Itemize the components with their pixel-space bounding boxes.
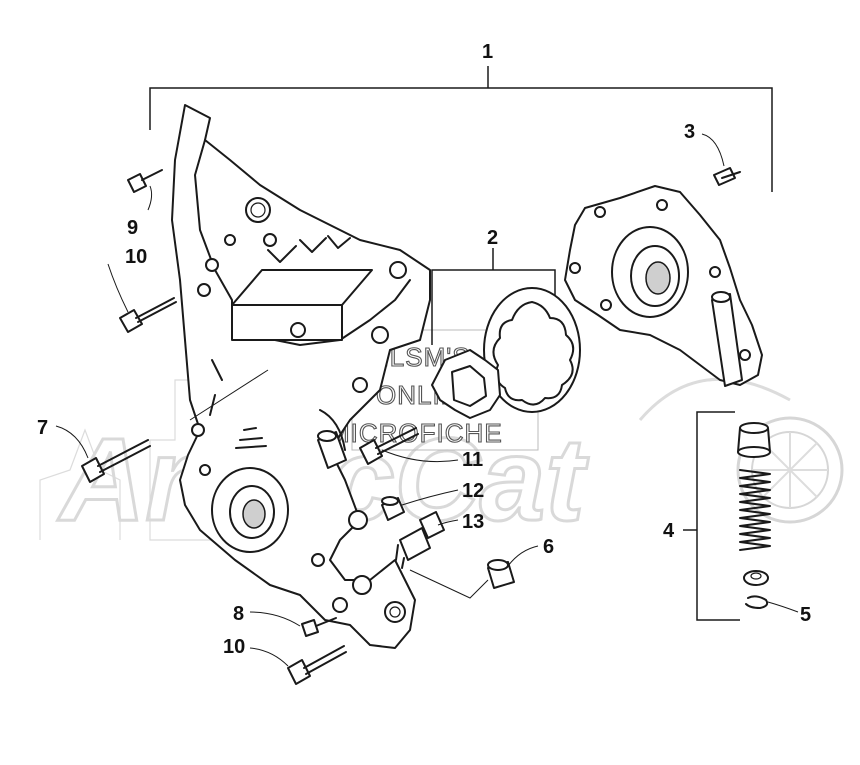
bolt-7 — [81, 439, 151, 483]
callout-2: 2 — [487, 227, 498, 249]
watermark-line3: MICROFICHE — [328, 418, 503, 448]
watermark-wheel — [638, 377, 844, 524]
nut-8 — [301, 617, 337, 637]
callout-1: 1 — [482, 41, 493, 63]
callout-5: 5 — [800, 604, 811, 626]
inner-rotor — [431, 349, 501, 419]
relief-valve-spring — [739, 469, 771, 551]
plug-6 — [487, 559, 515, 589]
bolt-10-upper — [119, 297, 177, 333]
callout-8: 8 — [233, 603, 244, 625]
snap-ring-5 — [745, 595, 769, 609]
callout-4: 4 — [663, 520, 675, 542]
oil-pump-body — [564, 185, 763, 387]
callout-10-upper: 10 — [125, 246, 147, 268]
callout-11: 11 — [462, 449, 483, 471]
dowel-12 — [381, 496, 405, 521]
assembly-bracket-2 — [431, 248, 556, 345]
callout-13: 13 — [462, 511, 484, 533]
outer-rotor — [483, 287, 581, 413]
bolt-10-lower — [287, 645, 347, 685]
callout-12: 12 — [462, 480, 484, 502]
relief-valve-washer — [743, 570, 769, 586]
callout-10-lower: 10 — [223, 636, 245, 658]
assembly-bracket-1 — [149, 66, 773, 192]
callout-3: 3 — [684, 121, 695, 143]
callout-7: 7 — [37, 417, 48, 439]
callout-6: 6 — [543, 536, 554, 558]
bolt-3 — [713, 167, 741, 186]
callout-9: 9 — [127, 217, 138, 239]
callout-numbers: 1 2 3 4 5 6 7 8 9 10 10 11 12 13 — [37, 41, 811, 658]
pressure-switch-13 — [395, 511, 445, 569]
leader-lines — [55, 133, 799, 667]
relief-valve-parts — [737, 422, 771, 609]
bolt-9 — [127, 169, 163, 193]
assembly-bracket-4 — [683, 411, 740, 621]
relief-valve-piston — [737, 422, 771, 458]
front-cover — [171, 104, 431, 649]
